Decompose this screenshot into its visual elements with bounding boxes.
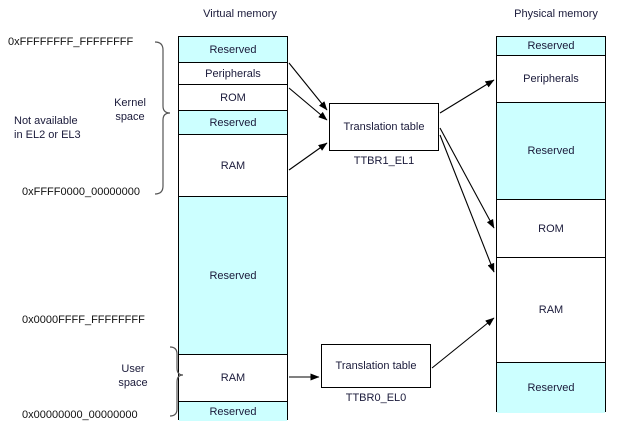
arrow-ttbr0-to-ram [431,317,495,369]
address-label-kernel-bottom: 0xFFFF0000_00000000 [22,186,141,198]
arrow-peripherals-to-ttbr1 [288,62,328,111]
translation-table-ttbr1[interactable]: Translation table [329,103,439,151]
address-label-bottom: 0x00000000_00000000 [22,409,138,421]
translation-table-ttbr1-caption: TTBR1_EL1 [353,155,415,167]
physical-block-reserved-middle: Reserved [497,103,605,200]
virtual-memory-column: Reserved Peripherals ROM Reserved RAM Re… [178,36,288,421]
virtual-block-reserved-top: Reserved [179,37,287,63]
physical-memory-title: Physical memory [514,8,598,20]
virtual-block-ram-user: RAM [179,355,287,402]
arrow-rom-to-ttbr1 [288,87,328,121]
virtual-memory-title: Virtual memory [203,8,277,20]
user-space-label-line2: space [118,377,148,389]
physical-block-ram: RAM [497,258,605,363]
not-available-label-line1: Not available [14,115,78,127]
physical-block-reserved-bottom: Reserved [497,363,605,413]
kernel-space-label-line2: space [115,111,145,123]
arrow-ttbr1-to-ram [439,134,495,273]
virtual-block-rom: ROM [179,85,287,111]
kernel-space-label-line1: Kernel [114,97,146,109]
arrow-ttbr1-to-rom [439,127,495,229]
virtual-block-ram-kernel: RAM [179,135,287,197]
physical-block-reserved-top: Reserved [497,37,605,56]
not-available-label-line2: in EL2 or EL3 [14,129,81,141]
address-label-user-top: 0x0000FFFF_FFFFFFFF [22,314,145,326]
virtual-block-reserved-bottom: Reserved [179,402,287,421]
physical-memory-column: Reserved Peripherals Reserved ROM RAM Re… [496,36,606,413]
translation-table-ttbr0[interactable]: Translation table [321,344,431,388]
virtual-block-reserved-middle: Reserved [179,197,287,355]
user-space-label-line1: User [121,363,145,375]
virtual-block-peripherals: Peripherals [179,63,287,85]
arrow-ttbr1-to-peripherals [439,79,495,114]
address-label-top: 0xFFFFFFFF_FFFFFFFF [8,36,134,48]
arrow-kernel-ram-to-ttbr1 [288,142,328,171]
virtual-block-reserved-kernel: Reserved [179,111,287,135]
physical-block-peripherals: Peripherals [497,56,605,103]
physical-block-rom: ROM [497,200,605,258]
translation-table-ttbr0-caption: TTBR0_EL0 [345,392,407,404]
